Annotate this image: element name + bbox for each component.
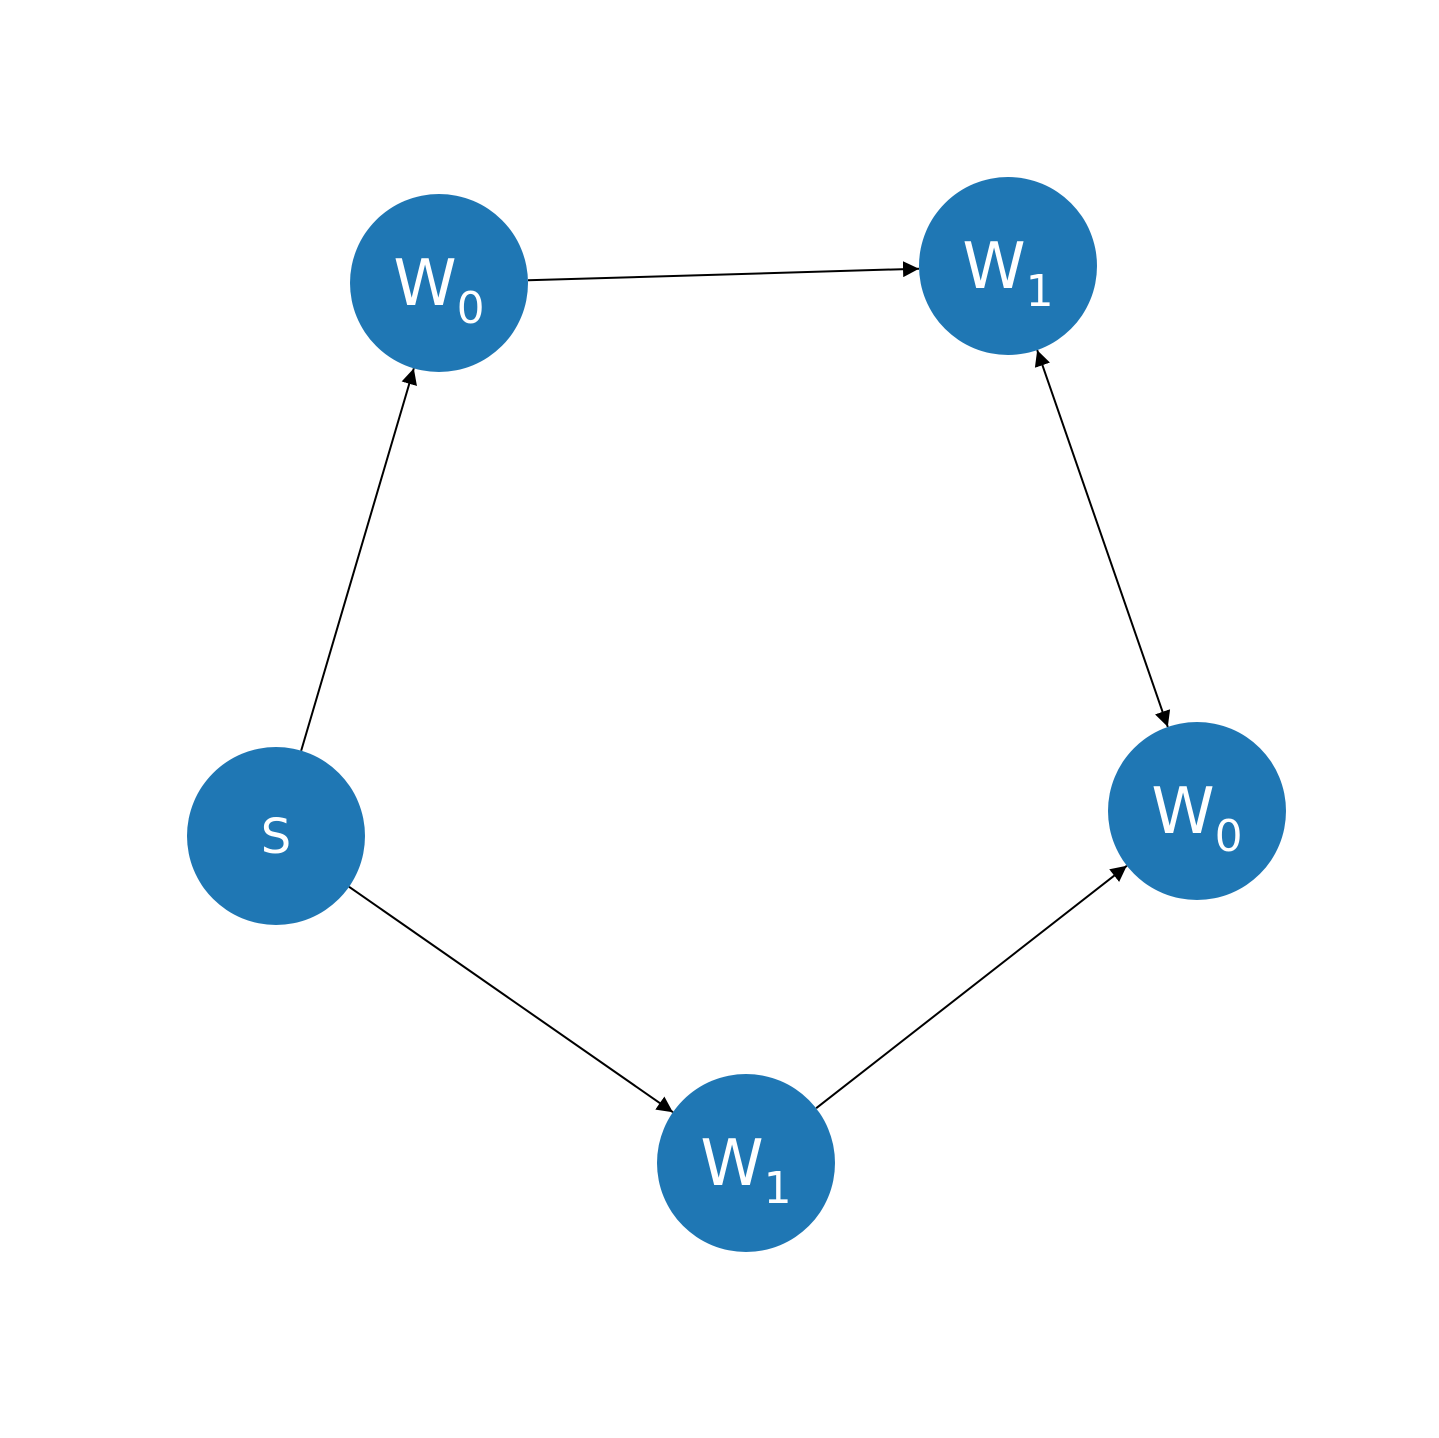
node-w1-bottom: W1 — [657, 1074, 835, 1252]
node-circle — [187, 747, 365, 925]
edge-s-to-w1_bottom — [348, 885, 674, 1114]
edge-w0_top-to-w1_top — [527, 261, 920, 282]
node-label-subscript: 1 — [764, 1163, 792, 1214]
node-circle — [919, 177, 1097, 355]
node-label: W1 — [700, 1127, 791, 1214]
node-label: W0 — [1151, 775, 1242, 862]
edge-s-to-w0_top — [300, 368, 417, 751]
node-circle — [350, 194, 528, 372]
node-label-main: W — [393, 247, 456, 321]
node-circle — [657, 1074, 835, 1252]
edge-w1_top-to-w0_right — [1034, 349, 1171, 728]
node-w0-right: W0 — [1108, 722, 1286, 900]
node-w1-top: W1 — [919, 177, 1097, 355]
node-label: W0 — [393, 247, 484, 334]
node-label-main: W — [1151, 775, 1214, 849]
node-s: S — [187, 747, 365, 925]
node-label-main: S — [261, 809, 291, 865]
node-label: S — [261, 809, 291, 865]
node-label-main: W — [962, 230, 1025, 304]
node-label-subscript: 0 — [1215, 811, 1243, 862]
edge-w1_bottom-to-w0_right — [815, 865, 1128, 1109]
edges-layer — [300, 261, 1171, 1114]
node-w0-top: W0 — [350, 194, 528, 372]
node-circle — [1108, 722, 1286, 900]
node-label-main: W — [700, 1127, 763, 1201]
node-label: W1 — [962, 230, 1053, 317]
node-label-subscript: 0 — [457, 283, 485, 334]
node-label-subscript: 1 — [1026, 266, 1054, 317]
